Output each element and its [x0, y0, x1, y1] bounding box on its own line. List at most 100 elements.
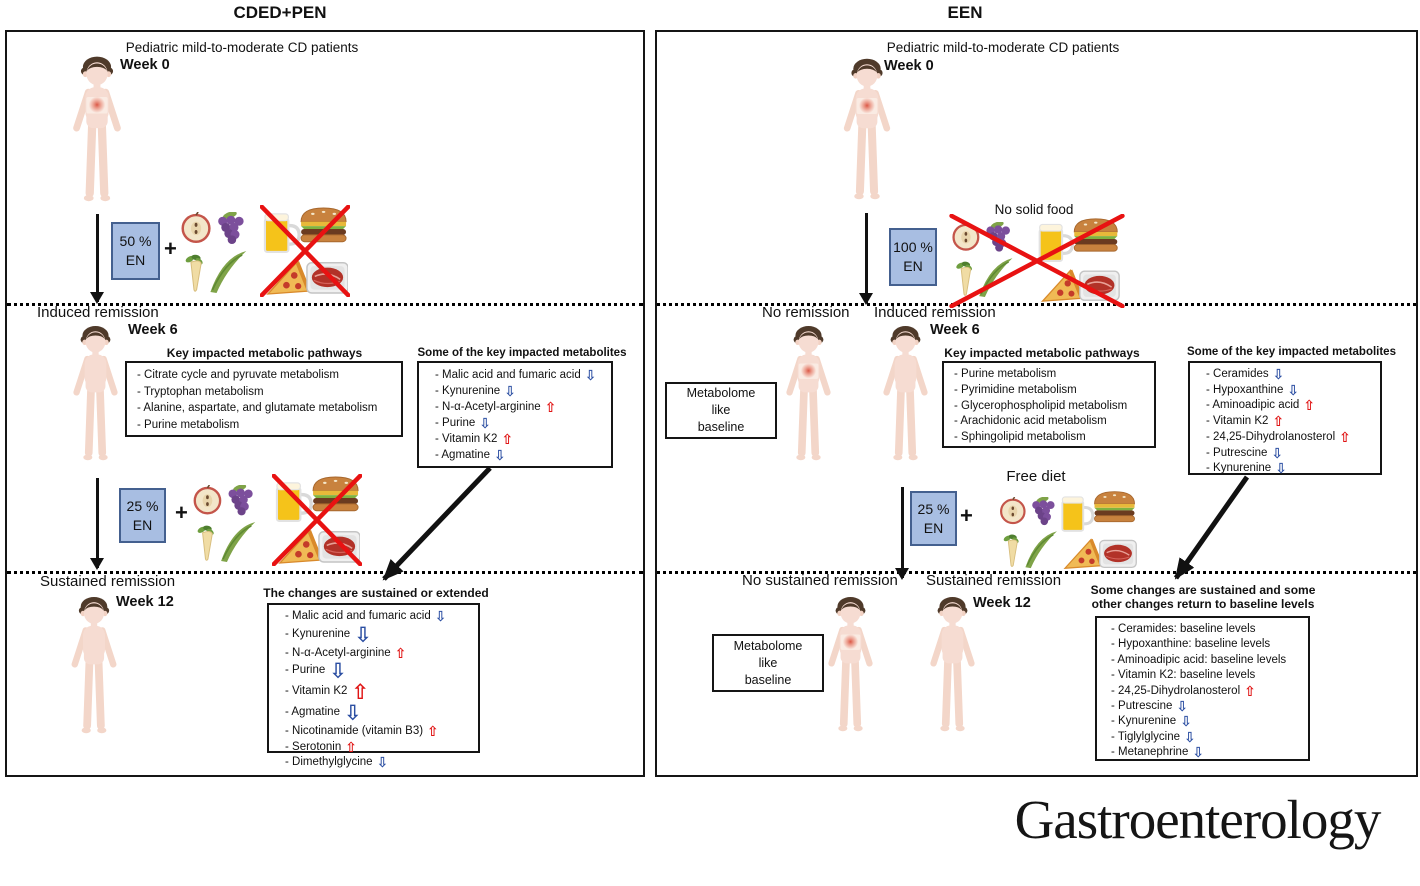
metabolome-line: Metabolome — [733, 638, 803, 653]
metabolite-item: - Purine⇩ — [435, 415, 607, 431]
patients-label: Pediatric mild-to-moderate CD patients — [125, 40, 359, 55]
metabolite-label: - N-α-Acetyl-arginine — [435, 401, 541, 413]
week12-label: Week 12 — [973, 595, 1031, 611]
trend-arrow-icon: ⇩ — [1180, 714, 1192, 731]
metabolites-title: Some of the key impacted metabolites — [1187, 346, 1396, 358]
change-item: - Kynurenine⇩ — [285, 624, 474, 646]
child-figure-sick-icon — [776, 322, 841, 470]
trend-arrow-icon: ⇩ — [434, 609, 447, 625]
pathways-title: Key impacted metabolic pathways — [166, 346, 363, 360]
change-label: - Agmatine — [285, 706, 340, 718]
trend-arrow-icon: ⇧ — [1244, 683, 1256, 700]
pathway-item: - Pyrimidine metabolism — [954, 383, 1077, 396]
pathways-box: - Purine metabolism - Pyrimidine metabol… — [942, 361, 1156, 448]
change-item: - Kynurenine⇩ — [1111, 714, 1304, 729]
arrow-to-week12-box — [1173, 475, 1250, 580]
pathway-item: - Citrate cycle and pyruvate metabolism — [137, 369, 339, 381]
metabolite-item: - Ceramides⇩ — [1206, 367, 1376, 383]
change-label: - Serotonin — [285, 740, 342, 753]
no-solid-food-label: No solid food — [994, 202, 1074, 217]
trend-arrow-icon: ⇧ — [351, 680, 370, 704]
metabolome-line: baseline — [744, 672, 792, 687]
journal-logo: Gastroenterology — [1014, 789, 1382, 850]
arrow-to-week12-box — [382, 466, 492, 581]
en-percentage-box: 25 % EN — [910, 491, 957, 546]
change-label: - Purine — [285, 664, 326, 676]
week0-label: Week 0 — [120, 57, 170, 73]
trend-arrow-icon: ⇧ — [427, 724, 439, 740]
divider-week12 — [657, 571, 1416, 574]
cross-icon — [260, 205, 350, 297]
metabolite-item: - Malic acid and fumaric acid⇩ — [435, 367, 607, 383]
change-item: - 24,25-Dihydrolanosterol⇧ — [1111, 684, 1304, 699]
changes-box: - Malic acid and fumaric acid⇩ - Kynuren… — [267, 603, 480, 770]
cross-icon — [948, 214, 1126, 308]
change-label: - Tiglylglycine — [1111, 730, 1181, 743]
trend-arrow-icon: ⇩ — [493, 448, 506, 464]
metabolite-label: - Aminoadipic acid — [1206, 399, 1300, 412]
metabolite-label: - 24,25-Dihydrolanosterol — [1206, 430, 1336, 443]
en-label: EN — [132, 516, 153, 533]
change-label: - Vitamin K2 — [285, 685, 348, 697]
trend-arrow-icon: ⇩ — [376, 755, 389, 771]
trend-arrow-icon: ⇧ — [1339, 429, 1351, 446]
pathway-item: - Glycerophospholipid metabolism — [954, 399, 1128, 412]
trend-arrow-icon: ⇩ — [1271, 445, 1284, 462]
metabolome-baseline-box: Metabolome like baseline — [665, 382, 777, 439]
week12-label: Week 12 — [116, 594, 174, 610]
en-pct: 25 % — [917, 500, 950, 517]
right-panel: Pediatric mild-to-moderate CD patients W… — [655, 30, 1418, 777]
en-pct: 100 % — [893, 239, 933, 256]
en-label: EN — [125, 252, 146, 268]
change-label: - Vitamin K2: baseline levels — [1111, 669, 1256, 682]
free-diet-label: Free diet — [1006, 468, 1066, 485]
pathway-item: - Purine metabolism — [137, 418, 240, 431]
pathway-item: - Sphingolipid metabolism — [954, 431, 1086, 444]
week0-label: Week 0 — [884, 58, 934, 74]
plus-icon: + — [960, 503, 973, 528]
metabolites-title: Some of the key impacted metabolites — [417, 347, 627, 359]
metabolites-box: - Malic acid and fumaric acid⇩ - Kynuren… — [417, 361, 613, 468]
en-pct: 25 % — [126, 497, 159, 514]
change-item: - Nicotinamide (vitamin B3)⇧ — [285, 724, 474, 740]
metabolite-label: - Purine — [435, 417, 476, 429]
child-figure-healthy-icon — [873, 322, 938, 470]
left-panel-title: CDED+PEN — [233, 3, 327, 22]
plus-icon: + — [164, 236, 177, 261]
metabolome-baseline-box: Metabolome like baseline — [712, 634, 824, 692]
metabolites-box: - Ceramides⇩ - Hypoxanthine⇩ - Aminoadip… — [1188, 361, 1382, 476]
trend-arrow-icon: ⇧ — [345, 739, 357, 756]
metabolite-item: - Hypoxanthine⇩ — [1206, 383, 1376, 399]
en-percentage-box: 50 % EN — [111, 222, 160, 280]
metabolite-label: - Kynurenine — [1206, 462, 1272, 475]
week6-label: Week 6 — [930, 322, 980, 338]
patients-label: Pediatric mild-to-moderate CD patients — [886, 40, 1120, 55]
metabolite-item: - Kynurenine⇩ — [435, 383, 607, 399]
trend-arrow-icon: ⇩ — [1176, 699, 1189, 716]
trend-arrow-icon: ⇩ — [1184, 729, 1196, 746]
trend-arrow-icon: ⇩ — [1272, 367, 1285, 383]
change-label: - Aminoadipic acid: baseline levels — [1111, 653, 1287, 666]
sustained-remission-label: Sustained remission — [926, 572, 1062, 589]
down-arrow — [860, 213, 872, 305]
child-figure-healthy-icon — [63, 322, 128, 470]
divider-week6 — [657, 303, 1416, 306]
en-percentage-box: 100 % EN — [889, 228, 937, 286]
change-item: - Agmatine⇩ — [285, 703, 474, 724]
down-arrow — [896, 487, 908, 580]
change-item: - Dimethylglycine⇩ — [285, 755, 474, 771]
cross-icon — [272, 474, 362, 566]
change-label: - Dimethylglycine — [285, 756, 373, 768]
child-figure-sick-icon — [818, 592, 883, 742]
child-figure-healthy-icon — [920, 592, 985, 742]
week6-label: Week 6 — [128, 322, 178, 338]
metabolome-line: like — [711, 403, 731, 417]
divider-week12 — [7, 571, 643, 574]
pathways-box: - Citrate cycle and pyruvate metabolism … — [125, 361, 403, 437]
metabolite-item: - Agmatine⇩ — [435, 447, 607, 463]
change-label: - Ceramides: baseline levels — [1111, 623, 1256, 635]
child-figure-healthy-icon — [61, 592, 127, 744]
metabolite-item: - N-α-Acetyl-arginine⇧ — [435, 399, 607, 415]
no-sustained-remission-label: No sustained remission — [742, 572, 898, 589]
change-item: - Purine⇩ — [285, 661, 474, 682]
